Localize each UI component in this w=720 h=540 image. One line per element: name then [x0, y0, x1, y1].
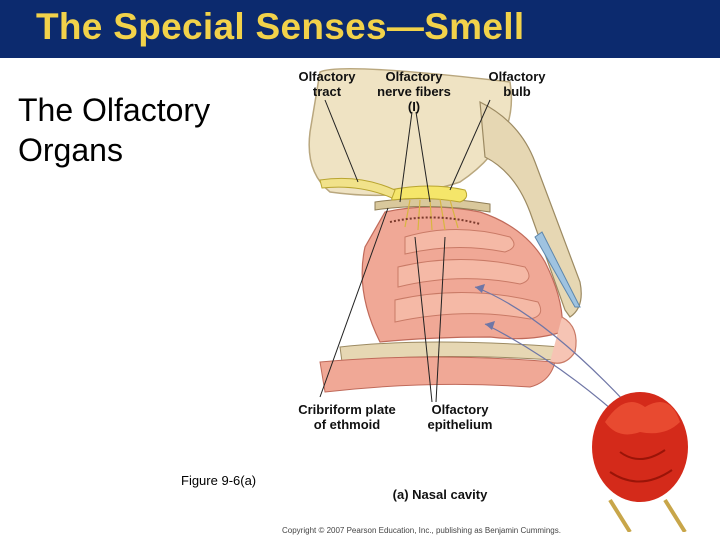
nasal-cartilage: [534, 231, 581, 308]
label-line: Cribriform plate: [298, 402, 396, 417]
label-line: Olfactory: [385, 69, 443, 84]
slide-title: The Special Senses—Smell: [36, 6, 525, 47]
figure-reference: Figure 9-6(a): [181, 473, 257, 488]
label-line: bulb: [503, 84, 531, 99]
copyright-notice: Copyright © 2007 Pearson Education, Inc.…: [282, 526, 561, 535]
label-line: (I): [407, 99, 421, 114]
rose-stem-leaves: [608, 498, 687, 532]
diagram-caption: (a) Nasal cavity: [392, 487, 488, 502]
label-line: Olfactory: [488, 69, 546, 84]
olfactory-nerve-fibers: [404, 198, 459, 231]
rose-illustration: [592, 392, 688, 532]
olfactory-tract-shape: [319, 177, 396, 199]
leader-lines: [319, 99, 491, 403]
label-olfactory-bulb: Olfactory bulb: [478, 69, 556, 99]
superior-concha: [404, 229, 515, 255]
label-olfactory-tract: Olfactory tract: [289, 69, 365, 99]
label-line: tract: [312, 84, 342, 99]
title-bar: The Special Senses—Smell: [0, 0, 720, 58]
label-line: nerve fibers: [377, 84, 451, 99]
slide-subtitle: The Olfactory Organs: [18, 92, 211, 168]
label-olfactory-nerve-fibers: Olfactory nerve fibers (I): [366, 69, 462, 114]
label-line: Olfactory: [298, 69, 356, 84]
middle-concha: [397, 259, 530, 288]
label-line: Olfactory: [431, 402, 489, 417]
label-line: of ethmoid: [313, 417, 381, 432]
label-line: epithelium: [427, 417, 493, 432]
nose-tip: [549, 316, 577, 364]
nasal-cavity-diagram: [308, 67, 688, 532]
olfactory-epithelium-region: [389, 216, 481, 225]
label-olfactory-epithelium: Olfactory epithelium: [414, 402, 506, 432]
inferior-concha: [394, 291, 542, 323]
label-cribriform-plate: Cribriform plate of ethmoid: [284, 402, 410, 432]
